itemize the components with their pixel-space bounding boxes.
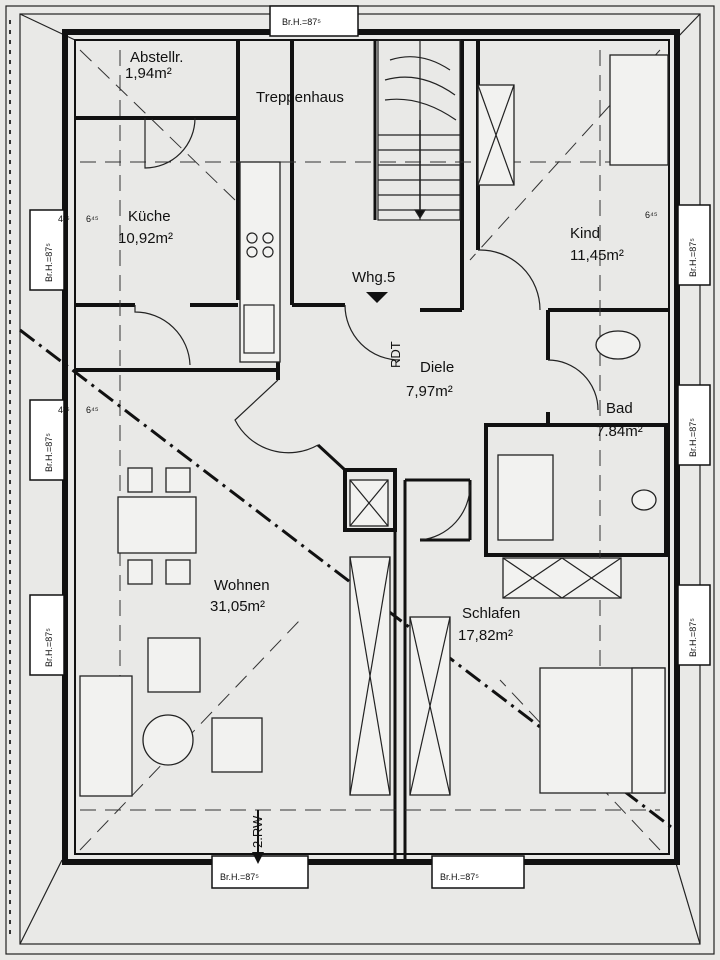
window-label-bottom-left: Br.H.=87⁵ [220,872,259,882]
roof-outline [5,5,715,955]
window-label-right-2: Br.H.=87⁵ [688,418,698,457]
room-name-abstellraum: Abstellr. [130,49,183,66]
room-name-wohnen: Wohnen [214,577,270,594]
rdt-label: RDT [388,341,403,368]
room-name-treppenhaus: Treppenhaus [256,89,344,106]
dining-table [117,467,197,585]
kitchen-counter [239,161,281,363]
dim-label-wohnen-a: 4²⁵ [58,405,70,415]
window-label-left-3: Br.H.=87⁵ [44,628,54,667]
doors [134,117,599,541]
interior-walls [75,40,669,860]
room-name-bad: Bad [606,400,633,417]
window-label-right-3: Br.H.=87⁵ [688,618,698,657]
window-label-top: Br.H.=87⁵ [282,17,321,27]
wardrobes [349,84,622,796]
window-label-right-1: Br.H.=87⁵ [688,238,698,277]
living-furniture [79,637,263,797]
exterior-walls [62,29,680,865]
windows [29,5,711,889]
apartment-label: Whg.5 [352,269,395,286]
room-name-schlafen: Schlafen [462,605,520,622]
beds [539,54,669,794]
room-name-kueche: Küche [128,208,171,225]
room-area-abstellraum: 1,94m² [125,65,172,82]
staircase [377,39,461,221]
bathroom-fixtures [349,330,657,541]
room-name-kind: Kind [570,225,600,242]
room-area-bad: 7.84m² [596,423,643,440]
room-name-diele: Diele [420,359,454,376]
dim-label-kueche-a: 4²⁵ [58,214,70,224]
entrance-arrow-icon [366,292,388,303]
room-area-kueche: 10,92m² [118,230,173,247]
room-area-kind: 11,45m² [570,247,624,264]
dim-label-kind-b: 6⁴⁵ [645,210,658,220]
window-label-left-2: Br.H.=87⁵ [44,433,54,472]
room-area-schlafen: 17,82m² [458,627,513,644]
window-label-bottom-right: Br.H.=87⁵ [440,872,479,882]
window-label-left-1: Br.H.=87⁵ [44,243,54,282]
rescue-route-arrow-icon [252,852,264,864]
room-area-diele: 7,97m² [406,383,453,400]
room-area-wohnen: 31,05m² [210,598,265,615]
dim-label-wohnen-b: 6⁴⁵ [86,405,99,415]
dim-label-kueche-b: 6⁴⁵ [86,214,99,224]
